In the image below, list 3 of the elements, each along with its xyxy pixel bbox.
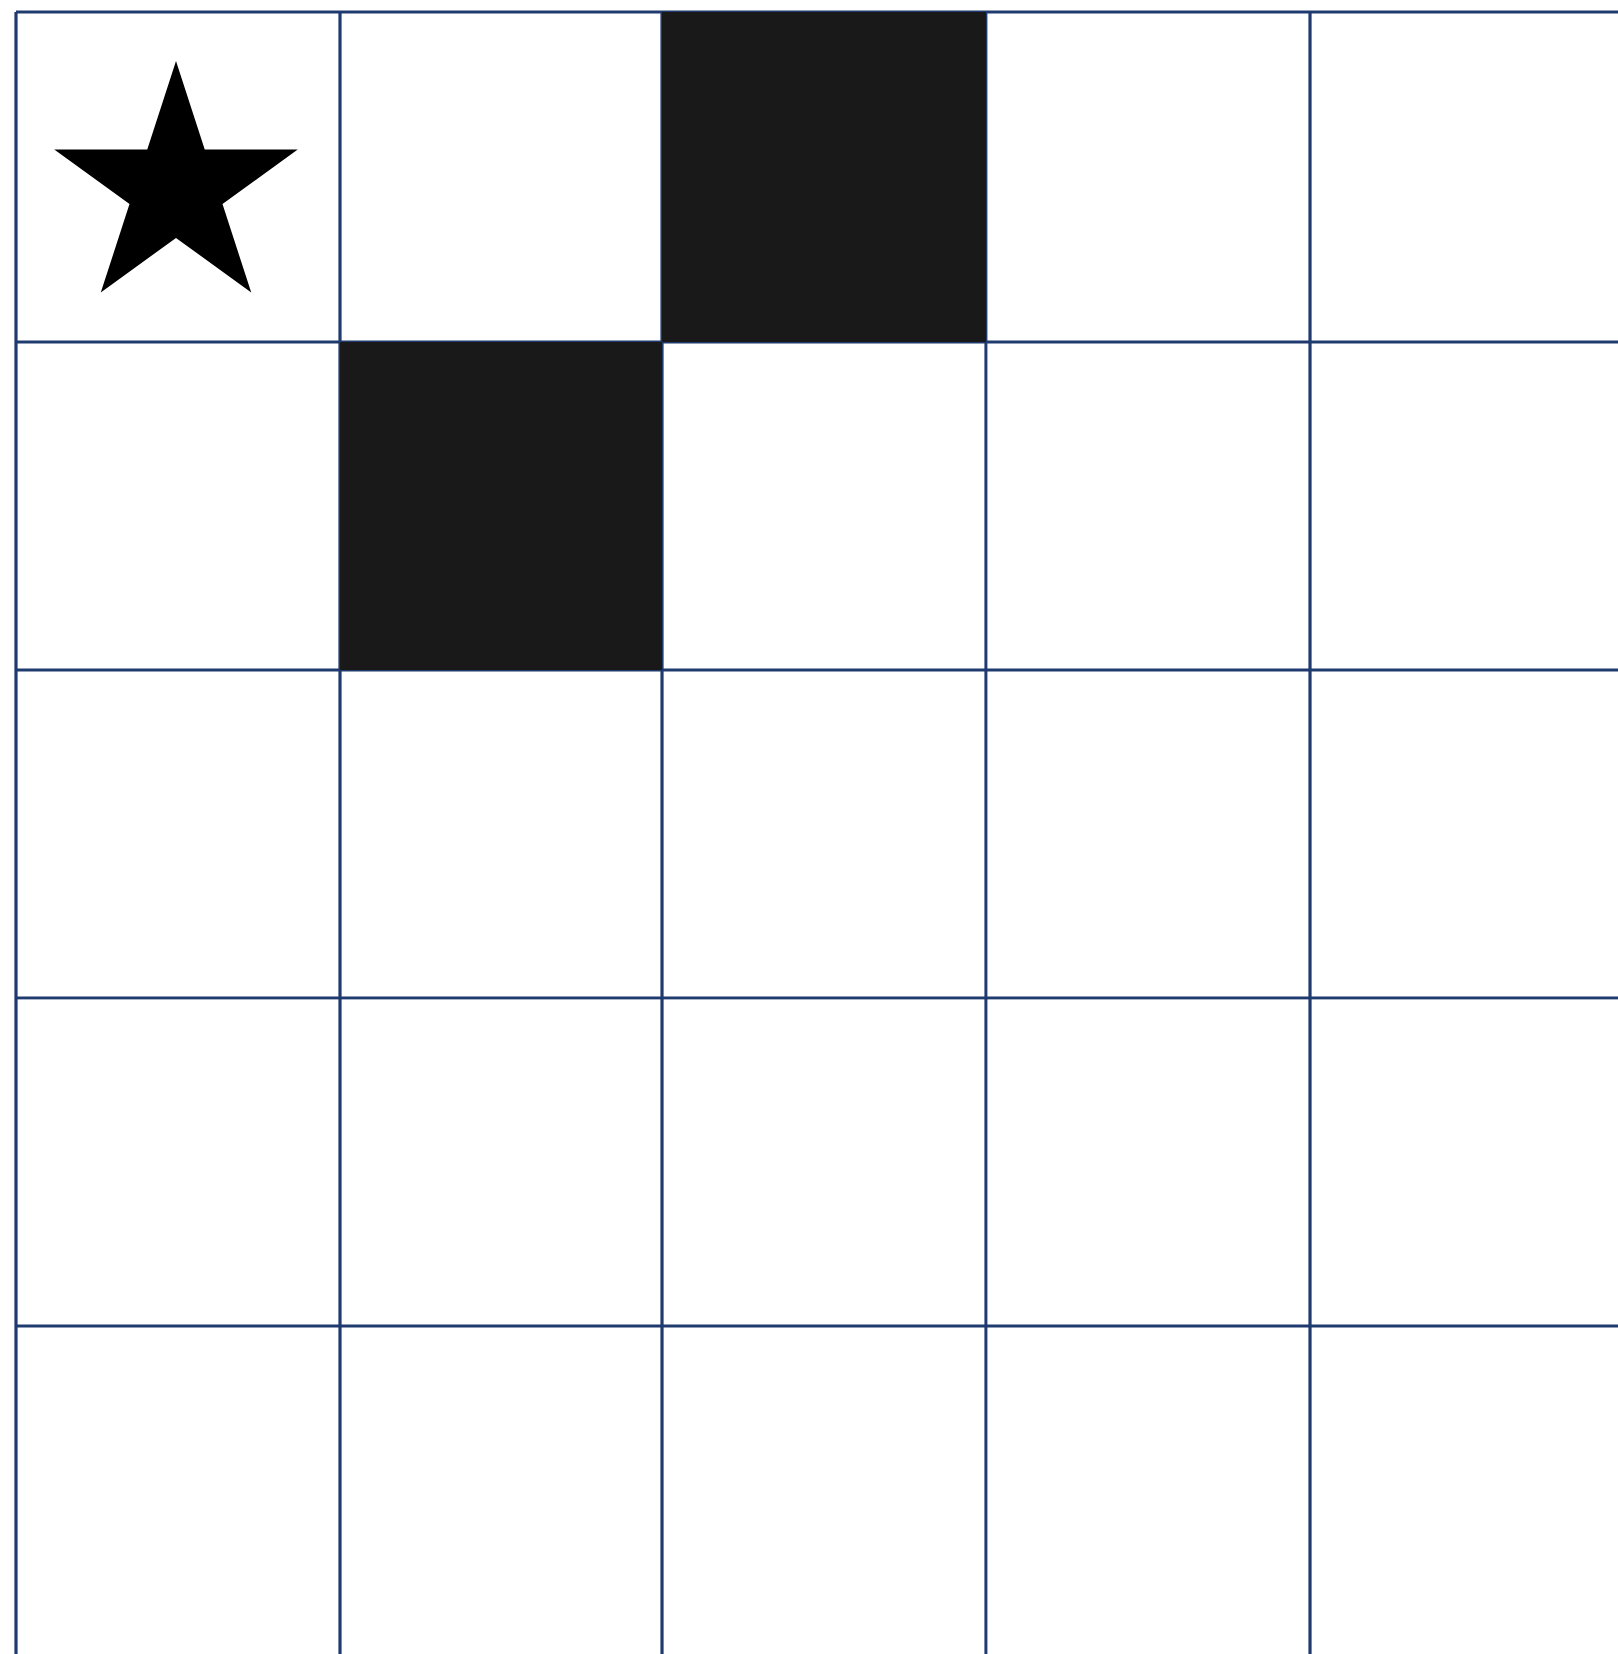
star-icon [54,61,298,293]
filled-square [662,12,986,342]
filled-square [340,342,662,670]
